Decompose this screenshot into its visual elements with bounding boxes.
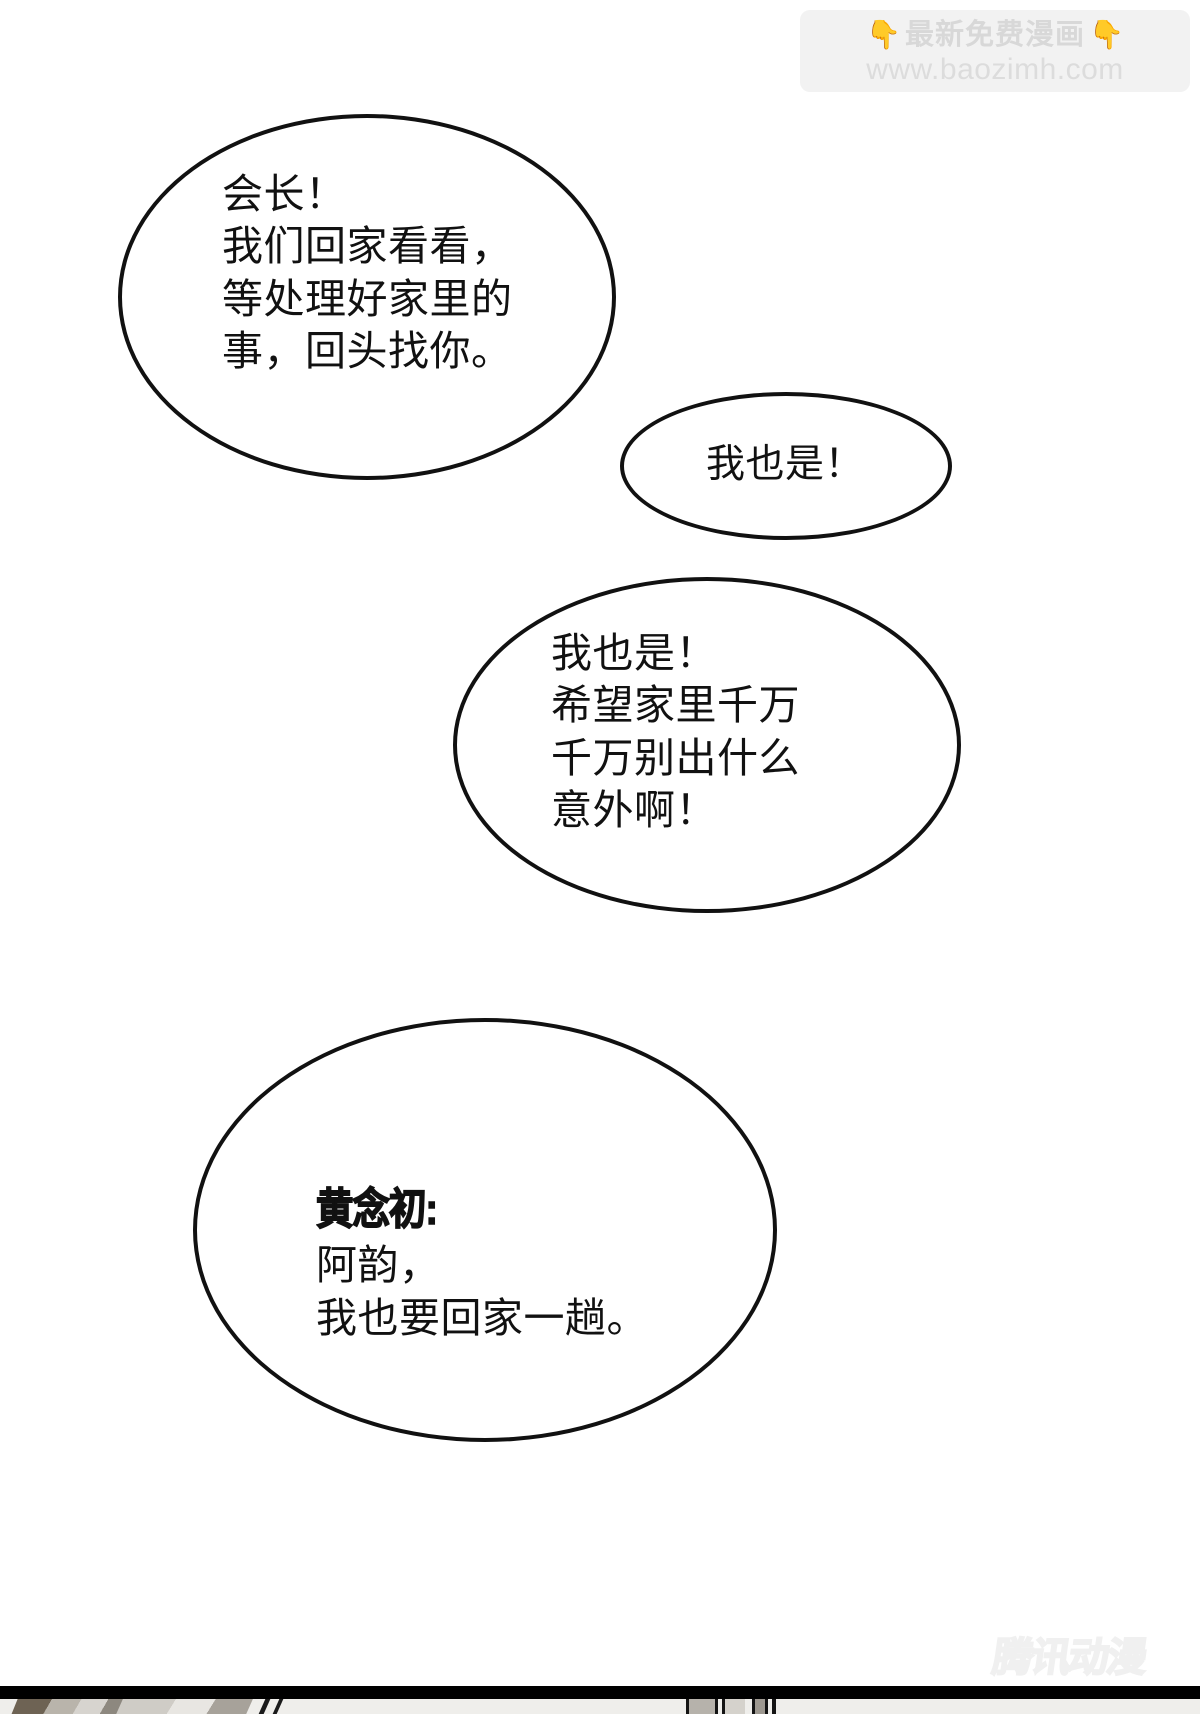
speech-bubble-3 — [453, 577, 961, 913]
next-panel-strand-2 — [272, 1699, 284, 1714]
speech-bubble-4 — [193, 1018, 777, 1442]
panel-divider — [0, 1686, 1200, 1699]
watermark-promo-text: 最新免费漫画 — [904, 18, 1085, 51]
speech-bubble-2 — [620, 392, 952, 540]
speech-bubble-3-text: 我也是！ 希望家里千万 千万别出什么 意外啊！ — [551, 630, 800, 834]
next-panel-preview — [0, 1699, 1200, 1714]
speech-bubble-4-text: 黄念初: 阿韵， 我也要回家一趟。 — [315, 1131, 648, 1344]
watermark-site-url: www.baozimh.com — [866, 53, 1124, 86]
site-watermark-badge: 👇 最新免费漫画 👇 www.baozimh.com — [800, 10, 1190, 92]
speech-bubble-1 — [118, 114, 616, 480]
pointing-down-hand-right-icon: 👇 — [1089, 19, 1124, 50]
next-panel-shape-3 — [752, 1699, 768, 1714]
next-panel-shape-2 — [722, 1699, 745, 1714]
speaker-name-label: 黄念初: — [315, 1186, 438, 1236]
next-panel-strand-1 — [258, 1699, 271, 1714]
pointing-down-hand-left-icon: 👇 — [866, 19, 901, 50]
next-panel-shape-4 — [772, 1699, 776, 1714]
next-panel-figure-hair-right — [116, 1699, 254, 1714]
watermark-promo-row: 👇 最新免费漫画 👇 — [866, 17, 1124, 53]
next-panel-shape-1 — [686, 1699, 718, 1714]
speech-bubble-1-text: 会长！ 我们回家看看， 等处理好家里的 事，回头找你。 — [222, 171, 513, 375]
tencent-comics-watermark: 腾讯动漫 — [989, 1635, 1149, 1681]
speech-bubble-4-body: 阿韵， 我也要回家一趟。 — [316, 1242, 648, 1341]
speech-bubble-2-text: 我也是！ — [706, 443, 865, 486]
